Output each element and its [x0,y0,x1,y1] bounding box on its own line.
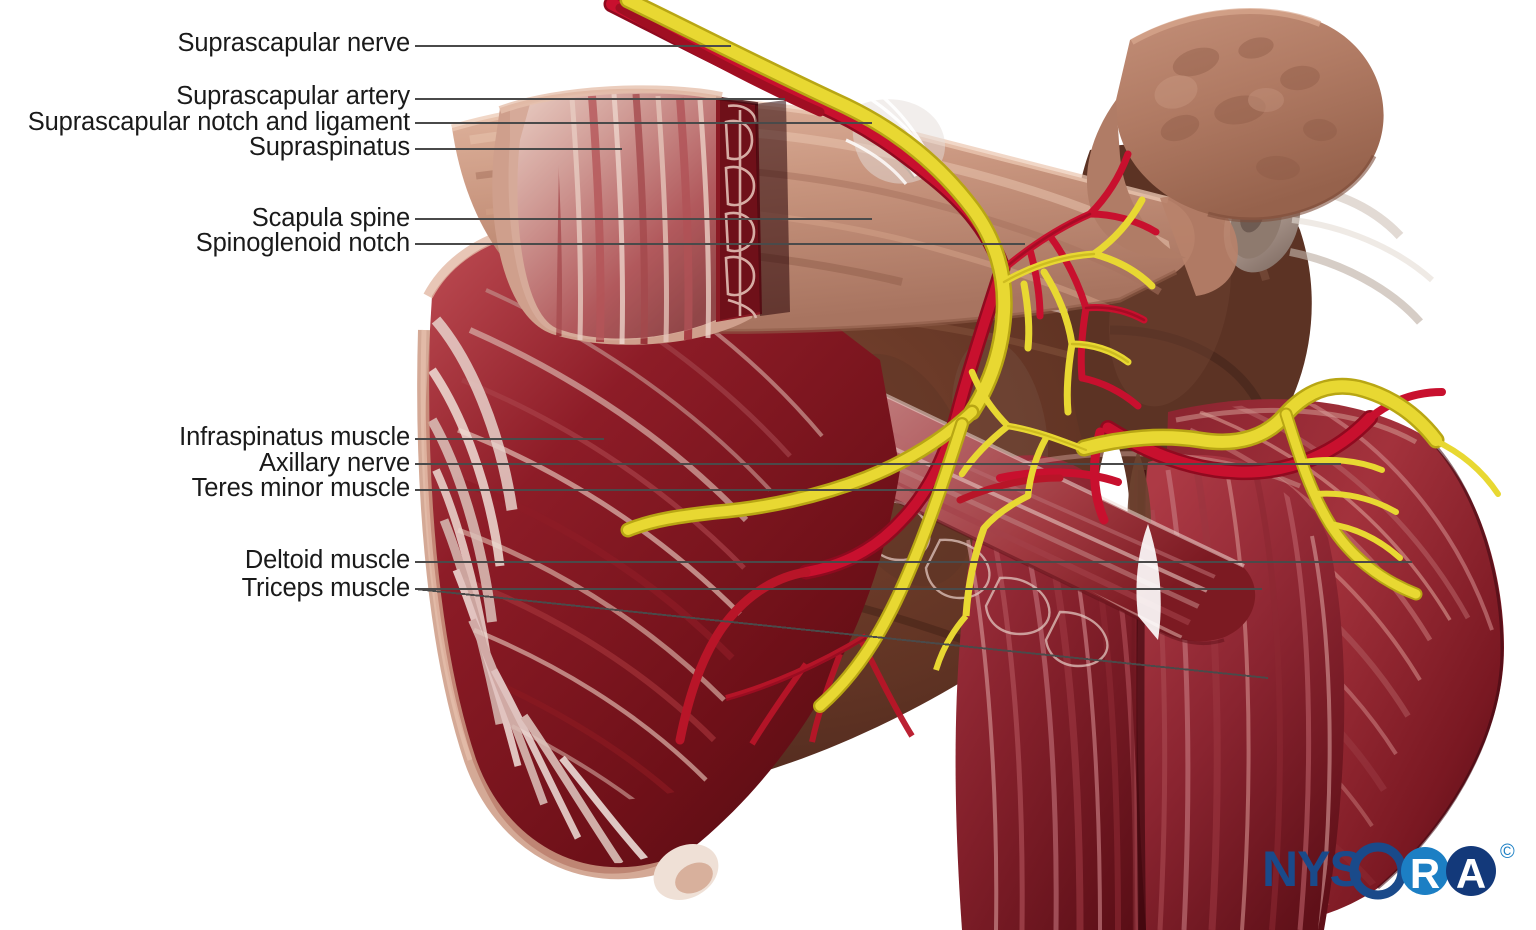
label-triceps-muscle: Triceps muscle [241,574,411,602]
label-axillary-nerve: Axillary nerve [259,449,410,477]
label-supraspinatus: Supraspinatus [248,133,410,161]
leader-line-triceps-muscle-2 [414,588,1269,679]
label-suprascapular-notch-and-ligament: Suprascapular notch and ligament [27,108,410,136]
label-suprascapular-nerve: Suprascapular nerve [177,29,411,57]
logo-letter-a: A [1456,850,1486,897]
logo-text-nys: NYS [1262,841,1362,897]
label-infraspinatus-muscle: Infraspinatus muscle [179,423,410,451]
supraspinatus-cut-face-reticulum [724,104,758,319]
label-suprascapular-artery: Suprascapular artery [176,82,410,110]
label-spinoglenoid-notch: Spinoglenoid notch [195,229,410,257]
logo-letter-r: R [1410,850,1440,897]
axillary-nerve [958,368,1501,601]
logo-letter-r-circle [1401,847,1449,895]
label-scapula-spine: Scapula spine [251,204,410,232]
teres-minor-nerve-branch [933,526,988,671]
nysora-logo: NYS R A © [1262,841,1515,900]
label-deltoid-muscle: Deltoid muscle [244,546,410,574]
label-teres-minor-muscle: Teres minor muscle [191,474,411,502]
logo-letter-a-circle [1446,846,1496,896]
logo-copyright: © [1500,841,1515,863]
muscle-gap-lower [1136,524,1161,640]
suprascapular-nerve [619,0,1156,713]
